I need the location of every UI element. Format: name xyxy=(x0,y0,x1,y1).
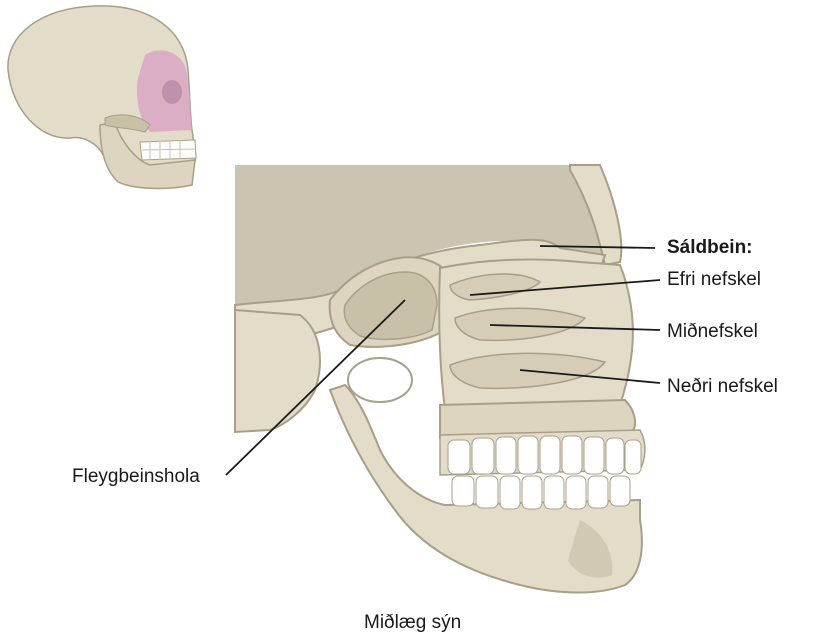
middle-concha xyxy=(454,307,587,342)
label-sphenoid-sinus: Fleygbeinshola xyxy=(72,466,200,487)
label-middle-concha: Miðnefskel xyxy=(667,321,758,342)
sphenoid-sinus-cavity xyxy=(343,271,438,341)
cranial-cavity-background xyxy=(235,165,610,310)
thumbnail-orbit xyxy=(162,80,182,104)
sagittal-skull-section xyxy=(234,164,646,594)
label-ethmoid: Sáldbein: xyxy=(667,237,753,258)
thumbnail-cranium xyxy=(7,5,197,185)
leader-inferior-concha xyxy=(519,369,661,384)
label-inferior-concha: Neðri nefskel xyxy=(667,376,778,397)
mandible-inner-shadow xyxy=(568,520,613,578)
thumbnail-zygomatic xyxy=(104,114,151,133)
leader-superior-concha xyxy=(469,279,661,296)
lower-teeth xyxy=(451,475,631,510)
thumbnail-mandible xyxy=(99,121,196,190)
foramen-opening xyxy=(347,357,413,403)
figure-caption: Miðlæg sýn xyxy=(364,612,462,633)
temporal-region xyxy=(234,308,321,434)
leader-middle-concha xyxy=(489,324,661,331)
orientation-skull-thumbnail xyxy=(7,5,197,190)
label-superior-concha: Efri nefskel xyxy=(667,269,761,290)
mandible xyxy=(328,383,643,594)
leader-ethmoid xyxy=(539,245,656,249)
leader-sphenoid-sinus xyxy=(225,299,406,476)
leader-lines xyxy=(225,245,661,476)
upper-teeth xyxy=(447,435,642,475)
